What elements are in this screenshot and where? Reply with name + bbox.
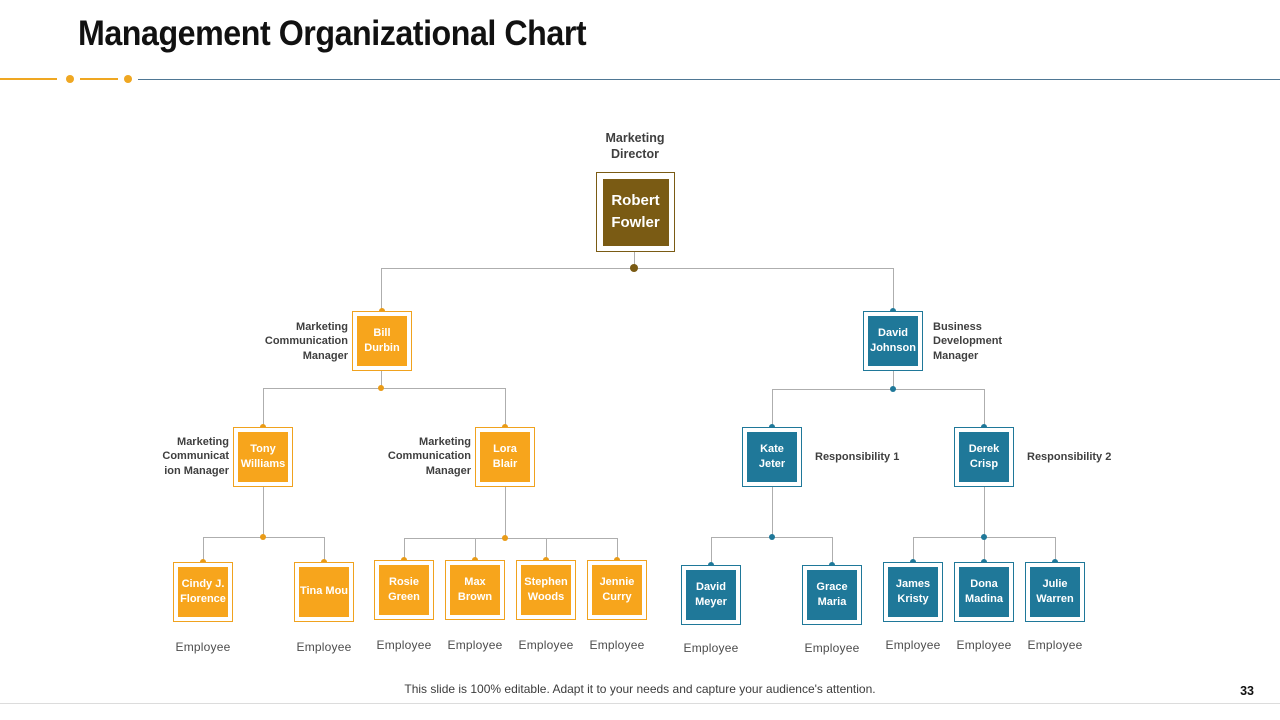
org-node-david-johnson[interactable]: David Johnson: [863, 311, 923, 371]
connector-line: [263, 388, 264, 427]
connector-line: [505, 487, 506, 538]
org-node-rosie-green[interactable]: Rosie Green: [374, 560, 434, 620]
connector-line: [475, 538, 476, 560]
connector-line: [913, 537, 914, 562]
org-node-tony-williams[interactable]: Tony Williams: [233, 427, 293, 487]
page-number: 33: [1240, 684, 1254, 698]
connector-line: [634, 252, 635, 268]
connector-line: [772, 389, 984, 390]
org-node-name: Grace Maria: [807, 570, 857, 620]
role-label-employee: Employee: [175, 640, 231, 654]
footer-note: This slide is 100% editable. Adapt it to…: [404, 682, 876, 696]
org-node-stephen-woods[interactable]: Stephen Woods: [516, 560, 576, 620]
connector-line: [263, 487, 264, 537]
role-label-employee: Employee: [376, 638, 432, 652]
role-label-employee: Employee: [1027, 638, 1083, 652]
connector-line: [324, 537, 325, 562]
org-node-max-brown[interactable]: Max Brown: [445, 560, 505, 620]
role-label-tony-williams: Marketing Communicat ion Manager: [162, 436, 229, 477]
connector-line: [893, 268, 894, 311]
org-node-lora-blair[interactable]: Lora Blair: [475, 427, 535, 487]
org-node-jennie-curry[interactable]: Jennie Curry: [587, 560, 647, 620]
role-label-employee: Employee: [956, 638, 1012, 652]
role-label-employee: Employee: [885, 638, 941, 652]
connector-dot: [378, 385, 384, 391]
org-node-cindy-florence[interactable]: Cindy J. Florence: [173, 562, 233, 622]
connector-line: [617, 538, 618, 560]
connector-line: [984, 389, 985, 427]
connector-line: [505, 388, 506, 427]
org-node-name: Cindy J. Florence: [178, 567, 228, 617]
role-label-bill-durbin: Marketing Communication Manager: [264, 321, 348, 362]
connector-line: [893, 371, 894, 389]
org-node-name: Julie Warren: [1030, 567, 1080, 617]
role-label-marketing-director: Marketing Director: [605, 131, 665, 161]
org-node-derek-crisp[interactable]: Derek Crisp: [954, 427, 1014, 487]
connector-line: [203, 537, 204, 562]
bottom-divider: [0, 703, 1280, 704]
connector-line: [984, 487, 985, 537]
org-node-julie-warren[interactable]: Julie Warren: [1025, 562, 1085, 622]
org-node-name: Max Brown: [450, 565, 500, 615]
connector-dot: [260, 534, 266, 540]
connector-line: [404, 538, 405, 560]
org-node-name: Kate Jeter: [747, 432, 797, 482]
connector-line: [711, 537, 712, 565]
org-node-name: Tina Mou: [299, 567, 349, 617]
role-label-employee: Employee: [589, 638, 645, 652]
connector-dot: [769, 534, 775, 540]
role-label-responsibility-2: Responsibility 2: [1027, 451, 1112, 463]
role-label-responsibility-1: Responsibility 1: [815, 451, 900, 463]
role-label-employee: Employee: [447, 638, 503, 652]
divider-dot: [66, 75, 74, 83]
org-node-james-kristy[interactable]: James Kristy: [883, 562, 943, 622]
page-title: Management Organizational Chart: [78, 14, 587, 53]
connector-line: [546, 538, 547, 560]
org-node-name: Bill Durbin: [357, 316, 407, 366]
connector-line: [772, 487, 773, 537]
org-node-name: Derek Crisp: [959, 432, 1009, 482]
org-node-name: David Johnson: [868, 316, 918, 366]
divider-blue-line: [138, 79, 1280, 80]
org-node-name: David Meyer: [686, 570, 736, 620]
org-node-tina-mou[interactable]: Tina Mou: [294, 562, 354, 622]
divider-orange-segment: [80, 78, 118, 80]
role-label-david-johnson: Business Development Manager: [933, 321, 1003, 362]
connector-line: [404, 538, 617, 539]
org-node-name: Rosie Green: [379, 565, 429, 615]
connector-dot: [630, 264, 638, 272]
org-node-name: Dona Madina: [959, 567, 1009, 617]
connector-line: [1055, 537, 1056, 562]
org-node-name: Lora Blair: [480, 432, 530, 482]
connector-dot: [502, 535, 508, 541]
org-node-grace-maria[interactable]: Grace Maria: [802, 565, 862, 625]
role-label-employee: Employee: [804, 641, 860, 655]
divider-orange-segment: [0, 78, 57, 80]
org-node-bill-durbin[interactable]: Bill Durbin: [352, 311, 412, 371]
org-node-name: Tony Williams: [238, 432, 288, 482]
org-node-kate-jeter[interactable]: Kate Jeter: [742, 427, 802, 487]
org-node-dona-madina[interactable]: Dona Madina: [954, 562, 1014, 622]
connector-line: [984, 537, 985, 562]
divider-dot: [124, 75, 132, 83]
connector-dot: [981, 534, 987, 540]
org-node-name: Robert Fowler: [602, 178, 669, 246]
org-node-name: Stephen Woods: [521, 565, 571, 615]
org-node-name: James Kristy: [888, 567, 938, 617]
connector-dot: [890, 386, 896, 392]
connector-line: [381, 371, 382, 388]
org-node-david-meyer[interactable]: David Meyer: [681, 565, 741, 625]
connector-line: [263, 388, 505, 389]
connector-line: [832, 537, 833, 565]
org-node-name: Jennie Curry: [592, 565, 642, 615]
connector-line: [772, 389, 773, 427]
role-label-employee: Employee: [518, 638, 574, 652]
role-label-employee: Employee: [296, 640, 352, 654]
connector-line: [381, 268, 382, 311]
role-label-employee: Employee: [683, 641, 739, 655]
role-label-lora-blair: Marketing Communication Manager: [387, 436, 471, 477]
org-node-robert-fowler[interactable]: Robert Fowler: [596, 172, 675, 252]
